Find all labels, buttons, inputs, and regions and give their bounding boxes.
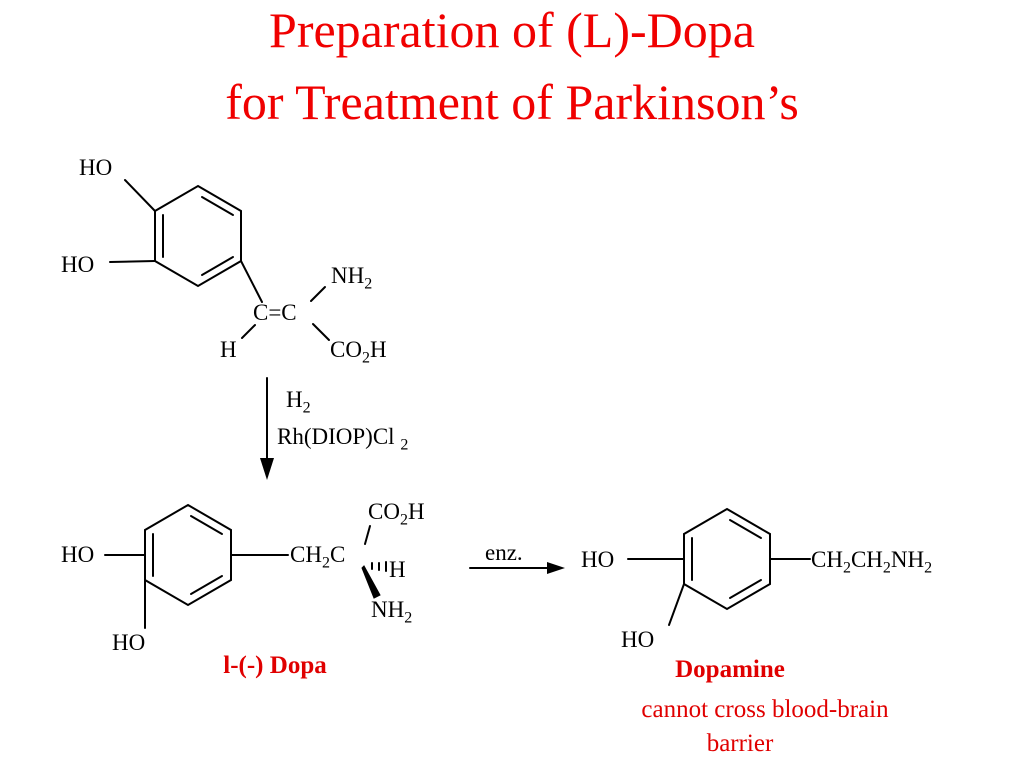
- l-dopa-ho-left: HO: [61, 542, 95, 567]
- reactant-nh2-bond: [310, 286, 326, 302]
- slide-title-line-1: Preparation of (L)-Dopa: [269, 2, 755, 58]
- reactant-c-eq-c: C=C: [253, 300, 297, 325]
- dopamine-note-line-2: barrier: [706, 730, 774, 757]
- l-dopa-hashed-h-bond: [371, 561, 387, 572]
- dopamine-ho-left: HO: [581, 547, 615, 572]
- l-dopa-h: H: [389, 557, 406, 582]
- dopamine-side-chain: CH2CH2NH2: [811, 547, 933, 577]
- enzyme-label: enz.: [485, 540, 523, 565]
- l-dopa-ho-bottom: HO: [112, 630, 146, 655]
- dopamine-ho-bottom-bond: [668, 583, 685, 626]
- reactant-ring-to-vinyl-bond: [240, 260, 263, 303]
- reactant-h-bond: [241, 324, 256, 339]
- dopamine-name: Dopamine: [675, 656, 785, 683]
- l-dopa-nh2: NH2: [371, 597, 413, 627]
- reactant-ho-bottom-bond: [109, 260, 156, 263]
- slide-title-line-2: for Treatment of Parkinson’s: [225, 74, 799, 130]
- reactant-ho-bottom: HO: [61, 252, 95, 277]
- reactant-h: H: [220, 337, 237, 362]
- l-dopa-ch2c: CH2C: [290, 542, 346, 572]
- l-dopa-name: l-(-) Dopa: [223, 652, 327, 679]
- hydrogenation-arrow: [260, 377, 274, 480]
- reagent-catalyst: Rh(DIOP)Cl 2: [277, 424, 409, 454]
- l-dopa-wedge-nh2-bond: [361, 565, 381, 599]
- reactant-benzene-ring: [154, 184, 242, 288]
- reactant-co2h-bond: [312, 323, 330, 341]
- l-dopa-co2h: CO2H: [368, 499, 425, 529]
- reactant-ho-top: HO: [79, 155, 113, 180]
- dopamine-benzene-ring: [683, 507, 771, 611]
- l-dopa-benzene-ring: [144, 503, 232, 607]
- l-dopa-co2h-bond: [364, 525, 371, 545]
- dopamine-ho-bottom: HO: [621, 627, 655, 652]
- reagent-h2: H2: [286, 387, 311, 417]
- reactant-ho-top-bond: [124, 179, 156, 212]
- reactant-co2h: CO2H: [330, 337, 387, 367]
- enzyme-arrow: [469, 562, 565, 574]
- reactant-nh2: NH2: [331, 263, 373, 293]
- dopamine-note-line-1: cannot cross blood-brain: [641, 696, 889, 723]
